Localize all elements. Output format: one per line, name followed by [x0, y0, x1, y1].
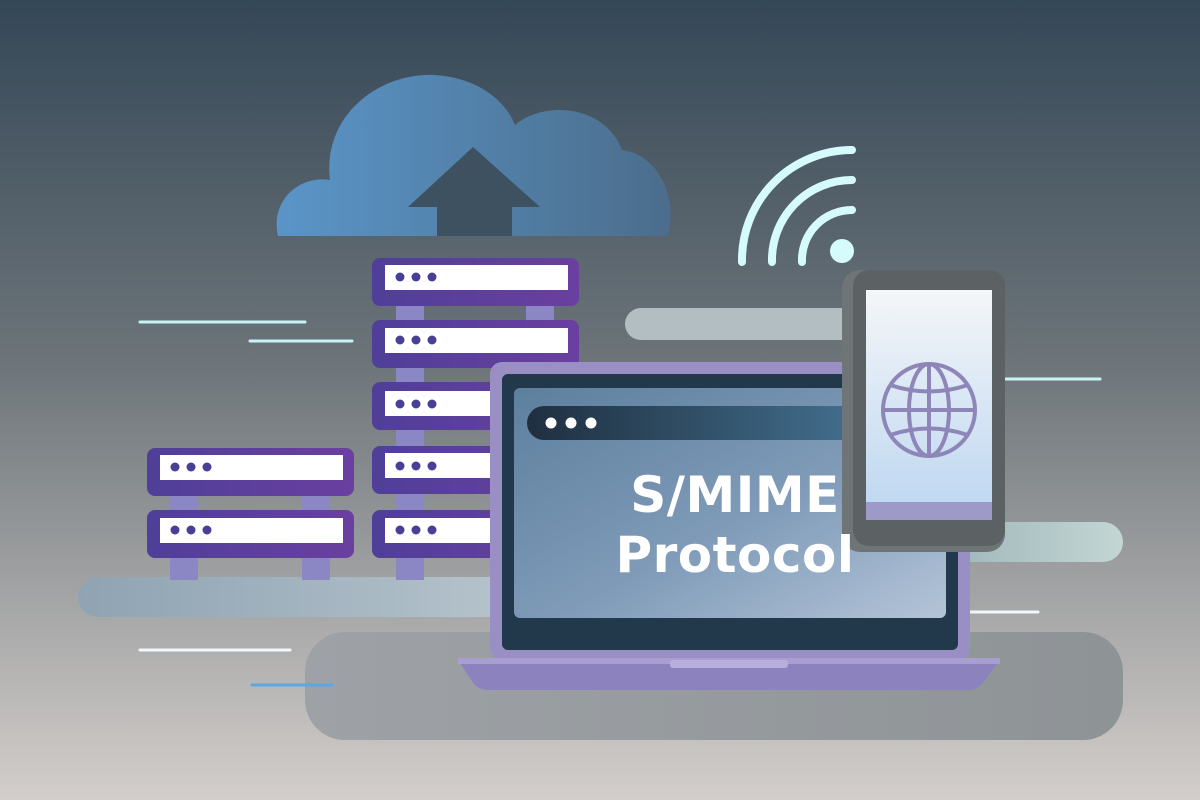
browser-bar: [527, 406, 933, 440]
server-unit: [147, 448, 354, 496]
screen-title: S/MIME Protocol: [515, 465, 955, 585]
title-line-2: Protocol: [615, 526, 855, 584]
cloud-upload-icon: [276, 74, 671, 236]
laptop-screen: [514, 388, 946, 618]
server-unit: [147, 510, 354, 558]
smartphone: [842, 270, 1005, 552]
server-rack-short: [147, 448, 354, 580]
globe-icon: [881, 362, 977, 458]
bg-pill-left: [78, 577, 538, 617]
server-unit: [372, 258, 579, 306]
server-unit: [372, 320, 579, 368]
wifi-icon: [737, 146, 856, 266]
title-line-1: S/MIME: [630, 466, 840, 524]
laptop-base: [458, 660, 1000, 690]
bg-pill-top: [625, 308, 865, 340]
